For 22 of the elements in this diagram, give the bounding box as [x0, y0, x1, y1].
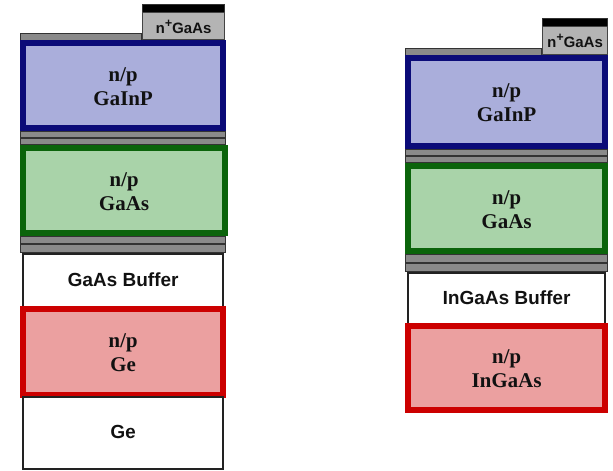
subcell-layer: [20, 145, 228, 236]
layer-label: n/p GaInP: [93, 62, 153, 110]
layer-label: n/p Ge: [108, 328, 138, 376]
subcell-layer: [20, 306, 226, 398]
layer-label: InGaAs Buffer: [442, 288, 570, 310]
layer-label: n/p GaAs: [98, 166, 150, 214]
layer-label: GaAs Buffer: [68, 270, 178, 292]
subcell-layer: [405, 55, 608, 149]
layer-label: n/p InGaAs: [471, 344, 542, 392]
buffer-layer: [407, 272, 606, 325]
layer-label: n$^{+}$GaAs: [547, 30, 603, 51]
layer-label: n$^{+}$GaAs: [156, 16, 212, 36]
contact-layer: [542, 26, 608, 55]
layer-label: n/p GaAs: [481, 184, 532, 232]
subcell-layer: [20, 40, 226, 131]
buffer-layer: [22, 253, 224, 308]
contact-layer: [142, 12, 225, 40]
substrate-layer: [22, 396, 224, 470]
layer-label: Ge: [110, 422, 136, 444]
layer-label: n/p GaInP: [476, 78, 536, 126]
subcell-layer: [405, 323, 608, 413]
subcell-layer: [405, 163, 608, 254]
